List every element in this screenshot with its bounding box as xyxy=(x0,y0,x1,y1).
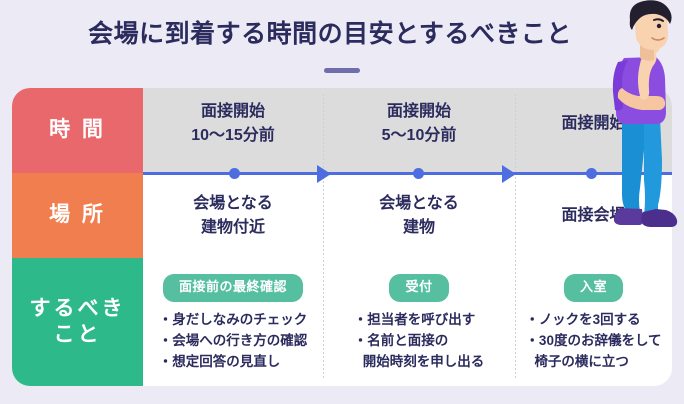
timeline-dot xyxy=(229,168,240,179)
column-divider xyxy=(323,260,324,380)
cell-place-col2-line1: 会場となる xyxy=(379,195,459,213)
bullet-list-col3: ・ノックを3回する ・30度のお辞儀をして 椅子の横に立つ xyxy=(525,310,661,373)
cell-place-col2: 会場となる 建物 xyxy=(323,173,515,258)
timeline-arrow-icon xyxy=(317,165,331,183)
row-header-place: 場 所 xyxy=(12,173,143,258)
timeline-progress xyxy=(143,165,672,183)
cell-place-col1-line1: 会場となる xyxy=(193,195,273,213)
title-area: 会場に到着する時間の目安とするべきこと xyxy=(0,8,684,78)
list-item: ・30度のお辞儀をして xyxy=(525,332,662,348)
timeline-dot xyxy=(586,168,597,179)
list-item: ・会場への行き方の確認 xyxy=(158,332,308,348)
cell-time-col2-line1: 面接開始 xyxy=(386,103,451,121)
row-header-todo-line2: こと xyxy=(53,323,102,346)
timeline-arrow-icon xyxy=(502,165,516,183)
cell-time-col3: 面接開始 xyxy=(515,88,672,173)
row-body-todo: 面接前の最終確認 ・身だしなみのチェック ・会場への行き方の確認 ・想定回答の見… xyxy=(143,258,672,386)
list-item: ・ノックを3回する xyxy=(525,311,641,327)
title-underline-accent xyxy=(324,68,360,73)
cell-todo-col1: 面接前の最終確認 ・身だしなみのチェック ・会場への行き方の確認 ・想定回答の見… xyxy=(143,258,323,386)
table-row-time: 時 間 面接開始 10〜15分前 面接開始 5〜10分前 面接開始 xyxy=(12,88,672,173)
list-item: ・名前と面接の xyxy=(353,332,449,348)
badge-todo-col2: 受付 xyxy=(389,274,449,302)
place-row-background-band xyxy=(143,88,672,173)
cell-place-col1-line2: 建物付近 xyxy=(200,218,265,236)
badge-todo-col3: 入室 xyxy=(563,274,623,302)
page-title: 会場に到着する時間の目安とするべきこと xyxy=(88,20,572,48)
table-row-todo: するべき こと 面接前の最終確認 ・身だしなみのチェック ・会場への行き方の確認… xyxy=(12,258,672,386)
column-divider xyxy=(515,260,516,380)
cell-place-col1: 会場となる 建物付近 xyxy=(143,173,323,258)
row-header-todo: するべき こと xyxy=(12,258,143,386)
list-item-continuation: 椅子の横に立つ xyxy=(534,353,629,369)
timeline-dot xyxy=(413,168,424,179)
list-item-continuation: 開始時刻を申し出る xyxy=(362,353,485,369)
column-divider xyxy=(323,94,324,173)
bullet-list-col1: ・身だしなみのチェック ・会場への行き方の確認 ・想定回答の見直し xyxy=(159,310,308,373)
cell-time-col1-line2: 10〜15分前 xyxy=(191,126,275,144)
column-divider xyxy=(323,173,324,258)
row-body-time: 面接開始 10〜15分前 面接開始 5〜10分前 面接開始 xyxy=(143,88,672,173)
list-item: ・身だしなみのチェック xyxy=(158,311,308,327)
list-item: ・想定回答の見直し xyxy=(158,353,281,369)
cell-time-col2: 面接開始 5〜10分前 xyxy=(323,88,515,173)
bullet-list-col2: ・担当者を呼び出す ・名前と面接の 開始時刻を申し出る xyxy=(354,310,485,373)
cell-time-col1-line1: 面接開始 xyxy=(200,103,265,121)
cell-place-col3-line1: 面接会場 xyxy=(561,206,626,224)
timeline-line xyxy=(143,172,672,175)
list-item: ・担当者を呼び出す xyxy=(353,311,476,327)
column-divider xyxy=(515,173,516,258)
row-header-time: 時 間 xyxy=(12,88,143,173)
cell-todo-col2: 受付 ・担当者を呼び出す ・名前と面接の 開始時刻を申し出る xyxy=(323,258,515,386)
row-header-todo-line1: するべき xyxy=(29,296,126,320)
cell-place-col3: 面接会場 xyxy=(515,173,672,258)
cell-time-col3-line1: 面接開始 xyxy=(561,114,626,132)
cell-time-col2-line2: 5〜10分前 xyxy=(381,126,457,144)
table-row-place: 場 所 会場となる 建物付近 会場となる 建物 面接会場 xyxy=(12,173,672,258)
comparison-table-card: 時 間 面接開始 10〜15分前 面接開始 5〜10分前 面接開始 場 所 会場… xyxy=(12,88,672,386)
cell-todo-col3: 入室 ・ノックを3回する ・30度のお辞儀をして 椅子の横に立つ xyxy=(515,258,672,386)
cell-time-col1: 面接開始 10〜15分前 xyxy=(143,88,323,173)
column-divider xyxy=(515,94,516,173)
row-body-place: 会場となる 建物付近 会場となる 建物 面接会場 xyxy=(143,173,672,258)
cell-place-col2-line2: 建物 xyxy=(402,218,435,236)
badge-todo-col1: 面接前の最終確認 xyxy=(162,274,303,302)
